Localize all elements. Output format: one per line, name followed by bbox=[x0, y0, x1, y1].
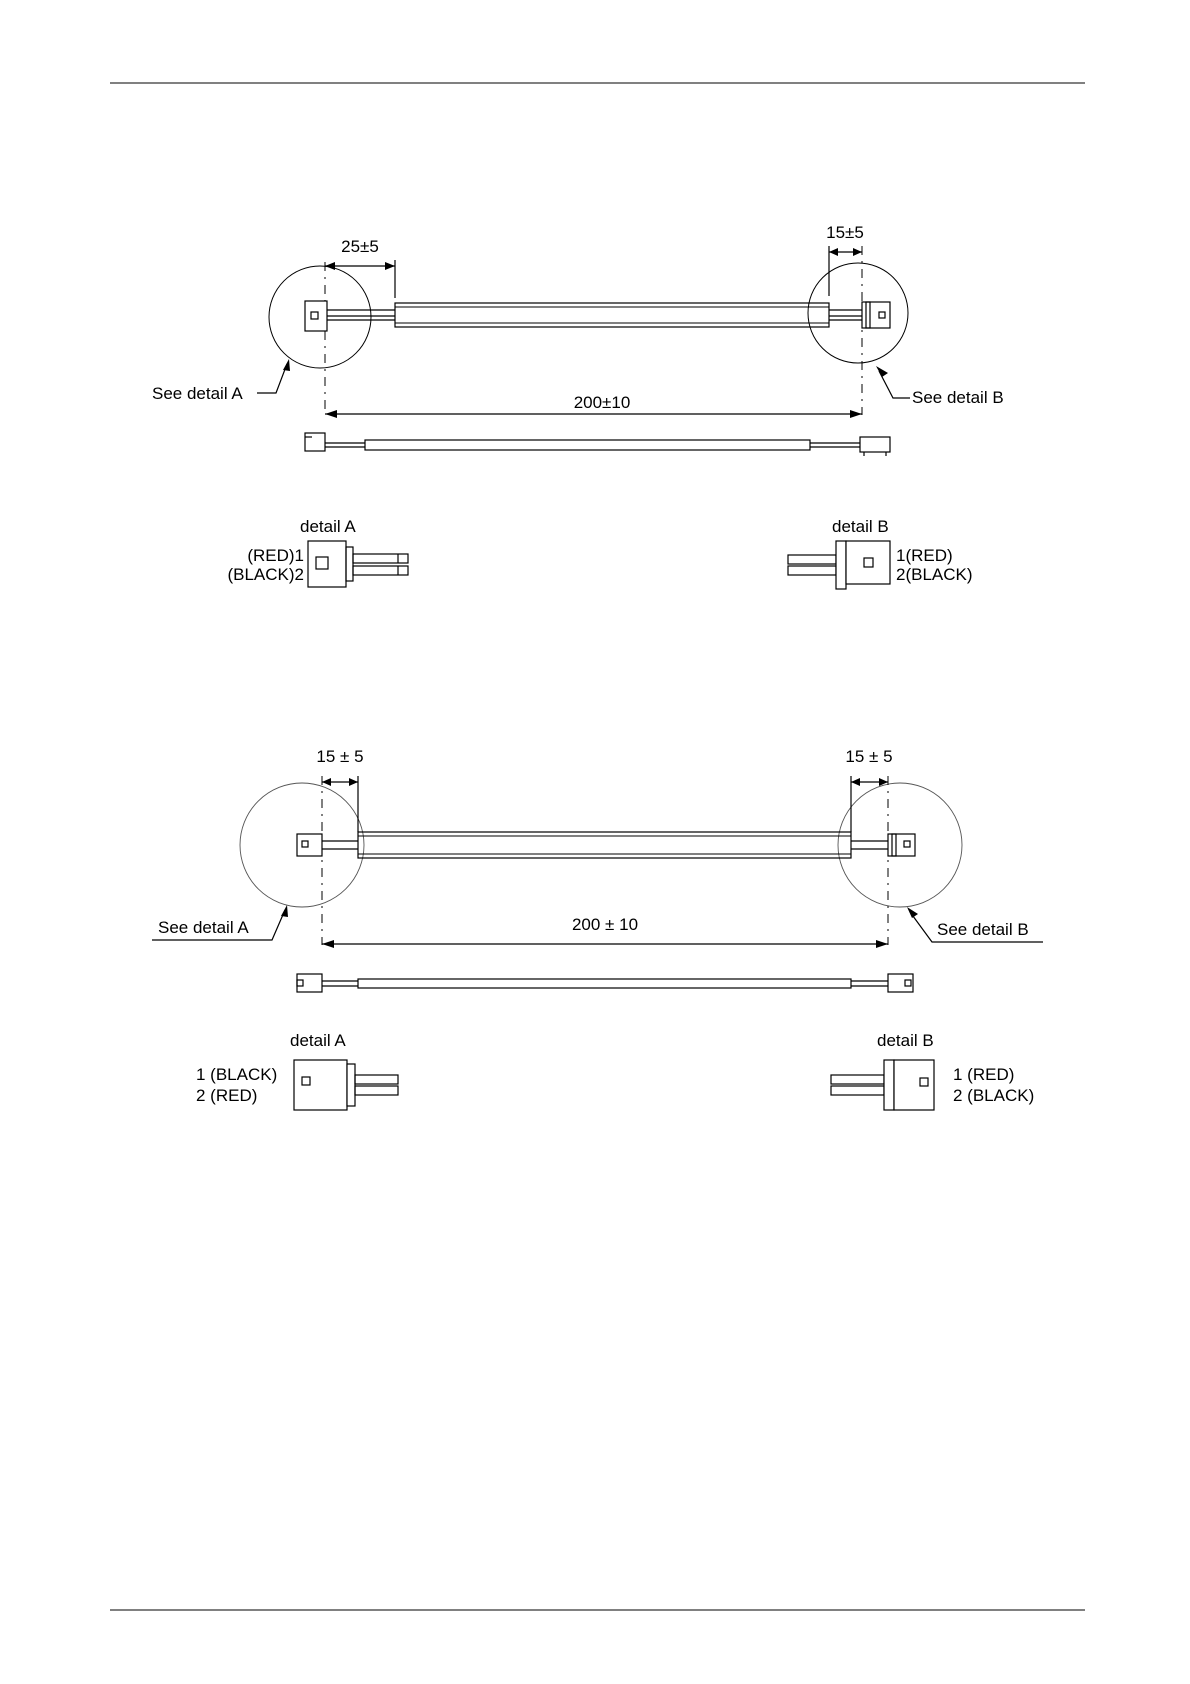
detail-a-pin2-2: 2 (RED) bbox=[196, 1086, 257, 1105]
dim-total-label: 200±10 bbox=[574, 393, 631, 412]
connector-a-2 bbox=[297, 834, 322, 856]
detail-b-drawing: detail B 1(RED) 2(BLACK) bbox=[788, 517, 973, 589]
detail-b-drawing-2: detail B 1 (RED) 2 (BLACK) bbox=[831, 1031, 1034, 1110]
detail-b-pin2-2: 2 (BLACK) bbox=[953, 1086, 1034, 1105]
see-detail-a-label: See detail A bbox=[152, 384, 243, 403]
detail-a-title-2: detail A bbox=[290, 1031, 346, 1050]
see-detail-a-label-2: See detail A bbox=[158, 918, 249, 937]
see-detail-b-label: See detail B bbox=[912, 388, 1004, 407]
cable-side-view-2 bbox=[297, 974, 913, 992]
detail-a-pin1-2: 1 (BLACK) bbox=[196, 1065, 277, 1084]
dim-right-label: 15±5 bbox=[826, 223, 864, 242]
dim-left-label-2: 15 ± 5 bbox=[316, 747, 363, 766]
cable-side-view bbox=[305, 433, 890, 456]
detail-b-pin1: 1(RED) bbox=[896, 546, 953, 565]
detail-a-drawing-2: detail A 1 (BLACK) 2 (RED) bbox=[196, 1031, 398, 1110]
detail-a-title: detail A bbox=[300, 517, 356, 536]
detail-a-drawing: detail A (RED)1 (BLACK)2 bbox=[227, 517, 408, 587]
dim-right-label-2: 15 ± 5 bbox=[845, 747, 892, 766]
dim-total-label-2: 200 ± 10 bbox=[572, 915, 638, 934]
cable-diagram-2: 15 ± 5 15 ± 5 200 ± 10 See detail A See … bbox=[152, 747, 1043, 1110]
cable-diagram-1: 25±5 15±5 200±10 See detail A bbox=[152, 223, 1004, 589]
connector-a bbox=[305, 301, 327, 331]
detail-b-pin1-2: 1 (RED) bbox=[953, 1065, 1014, 1084]
see-detail-b-label-2: See detail B bbox=[937, 920, 1029, 939]
dim-left-label: 25±5 bbox=[341, 237, 379, 256]
detail-b-pin2: 2(BLACK) bbox=[896, 565, 973, 584]
detail-a-pin2: (BLACK)2 bbox=[227, 565, 304, 584]
detail-b-title-2: detail B bbox=[877, 1031, 934, 1050]
detail-b-circle bbox=[808, 263, 908, 363]
detail-a-pin1: (RED)1 bbox=[247, 546, 304, 565]
detail-b-title: detail B bbox=[832, 517, 889, 536]
